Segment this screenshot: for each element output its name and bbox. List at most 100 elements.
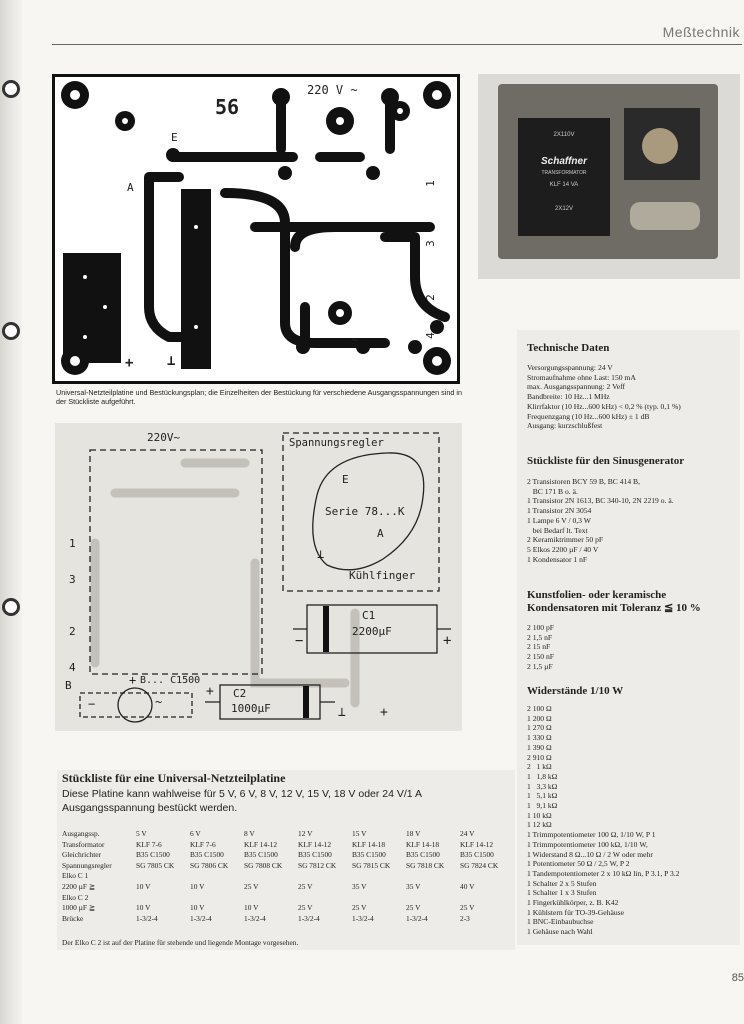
- resistor-line: 1 1,8 kΩ: [527, 771, 558, 781]
- table-row: Elko C 2: [62, 893, 514, 904]
- tech-line: max. Ausgangsspannung: 2 Veff: [527, 382, 626, 392]
- table-cell: 1-3/2-4: [406, 913, 428, 923]
- tech-title: Technische Daten: [527, 342, 610, 354]
- resistor-line: 1 Schalter 1 x 3 Stufen: [527, 888, 597, 898]
- capacitor-line: 2 1,5 µF: [527, 661, 553, 671]
- tech-line: Klirrfaktor (10 Hz...600 kHz) < 0,2 % (t…: [527, 401, 681, 411]
- table-cell: 2-3: [460, 913, 470, 923]
- table-cell: 15 V: [352, 829, 367, 838]
- table-cell: [352, 871, 406, 882]
- table-cell: [190, 893, 244, 904]
- table-cell: [460, 893, 514, 904]
- parts-list-note: Der Elko C 2 ist auf der Platine für ste…: [62, 938, 299, 947]
- electrolytic-capacitor: [630, 202, 700, 230]
- layout-pin-1: 1: [69, 537, 76, 550]
- table-cell: KLF 14-12: [460, 839, 494, 849]
- capacitor-title: Kunstfolien- oder keramische Kondensator…: [527, 589, 701, 614]
- c1-value: 2200µF: [352, 625, 392, 638]
- component-layout: 220V~ Spannungsregler E Serie 78...K A ⊥…: [55, 423, 462, 731]
- tech-line: Bandbreite: 10 Hz...1 MHz: [527, 392, 610, 402]
- bridge-tilde: ~: [155, 695, 163, 709]
- c2-value: 1000µF: [231, 702, 271, 715]
- resistor-line: 1 Gehäuse nach Wahl: [527, 927, 593, 937]
- sinus-line: 2 Keramiktrimmer 50 pF: [527, 535, 604, 545]
- pcb-ground: ⊥: [167, 353, 176, 369]
- sinus-line: 1 Transistor 2N 3054: [527, 506, 592, 516]
- layout-ground: ⊥: [338, 705, 346, 720]
- tech-line: Stromaufnahme ohne Last: 150 mA: [527, 372, 636, 382]
- table-cell: 5 V: [136, 829, 147, 838]
- table-cell: [406, 871, 460, 882]
- table-row: Ausgangssp. 5 V 6 V 8 V 12 V 15 V 18 V 2…: [62, 829, 514, 840]
- transformer-subtitle: TRANSFORMATOR: [541, 170, 587, 176]
- table-cell: 2200 µF ≧: [62, 881, 96, 891]
- table-cell: Ausgangssp.: [62, 829, 100, 838]
- table-cell: KLF 14-12: [298, 839, 332, 849]
- pcb-plus: +: [125, 355, 134, 371]
- c1-name: C1: [362, 609, 376, 622]
- regulator-ground: ⊥: [317, 547, 325, 561]
- resistor-line: 1 Kühlstern für TO-39-Gehäuse: [527, 907, 624, 917]
- resistor-line: 2 100 Ω: [527, 704, 552, 713]
- table-cell: 1000 µF ≧: [62, 903, 96, 913]
- table-cell: [406, 893, 460, 904]
- table-cell: KLF 7-6: [190, 839, 216, 849]
- binding-hole: [2, 598, 20, 616]
- table-cell: B35 C1500: [244, 850, 278, 860]
- pcb-tilde: ~: [351, 333, 359, 347]
- resistor-title: Widerstände 1/10 W: [527, 685, 624, 697]
- resistor-line: 1 Trimmpotentiometer 100 kΩ, 1/10 W,: [527, 839, 648, 849]
- table-cell: 6 V: [190, 829, 201, 838]
- regulator-a: A: [377, 527, 384, 540]
- resistor-line: 1 Fingerkühlkörper, z. B. K42: [527, 898, 619, 908]
- table-row: Transformator KLF 7-6 KLF 7-6 KLF 14-12 …: [62, 840, 514, 851]
- table-cell: [298, 893, 352, 904]
- tech-list: Versorgungsspannung: 24 V Stromaufnahme …: [527, 363, 681, 431]
- resistor-line: 1 Widerstand 8 Ω...10 Ω / 2 W oder mehr: [527, 849, 653, 859]
- board-photo: 2X110V Schaffner TRANSFORMATOR KLF 14 VA…: [478, 74, 740, 279]
- layout-pin-2: 2: [69, 625, 76, 638]
- table-cell: Transformator: [62, 839, 105, 849]
- capacitor-line: 2 150 nF: [527, 652, 555, 662]
- table-cell: 24 V: [460, 829, 475, 838]
- table-cell: 12 V: [298, 829, 313, 838]
- table-cell: 1-3/2-4: [352, 913, 374, 923]
- technical-data-panel: [517, 330, 740, 945]
- heatsink-label: Kühlfinger: [349, 569, 416, 582]
- bridge-label: B... C1500: [140, 675, 201, 686]
- table-cell: SG 7805 CK: [136, 860, 175, 870]
- capacitor-line: 2 15 nF: [527, 642, 551, 652]
- table-cell: SG 7808 CK: [244, 860, 283, 870]
- pcb-board: 56 220 V ~ E A 1 3 2 4 + ⊥ ~: [52, 74, 460, 384]
- table-cell: [190, 871, 244, 882]
- resistor-line: 1 Trimmpotentiometer 100 Ω, 1/10 W, P 1: [527, 830, 656, 840]
- binding-hole: [2, 322, 20, 340]
- header-rule: [52, 44, 742, 45]
- table-cell: B35 C1500: [460, 850, 494, 860]
- table-cell: 25 V: [352, 903, 367, 913]
- sinus-line: 2 Transistoren BCY 59 B, BC 414 B,: [527, 477, 641, 486]
- table-cell: KLF 14-12: [244, 839, 278, 849]
- table-cell: 18 V: [406, 829, 421, 838]
- tech-line: Ausgang: kurzschlußfest: [527, 421, 603, 431]
- regulator-e: E: [342, 473, 349, 486]
- binding-hole: [2, 80, 20, 98]
- resistor-line: 1 270 Ω: [527, 723, 552, 733]
- table-cell: 1-3/2-4: [244, 913, 266, 923]
- bridge-minus: −: [88, 697, 96, 711]
- layout-b-label: B: [65, 679, 72, 692]
- pcb-label-a: A: [127, 181, 134, 194]
- pcb-number: 56: [215, 95, 240, 119]
- table-cell: [136, 893, 190, 904]
- c1-minus: −: [295, 633, 304, 649]
- table-row: Elko C 1: [62, 871, 514, 882]
- tech-line: Versorgungsspannung: 24 V: [527, 363, 613, 372]
- table-cell: 25 V: [244, 881, 259, 891]
- table-cell: KLF 14-18: [352, 839, 386, 849]
- binding-strip: [0, 0, 22, 1024]
- sinus-line: 5 Elkos 2200 µF / 40 V: [527, 544, 599, 554]
- transformer-label-top: 2X110V: [553, 132, 575, 138]
- table-cell: 40 V: [460, 881, 475, 891]
- sinus-line: 1 Kondensator 1 nF: [527, 554, 588, 564]
- c2-name: C2: [233, 687, 247, 700]
